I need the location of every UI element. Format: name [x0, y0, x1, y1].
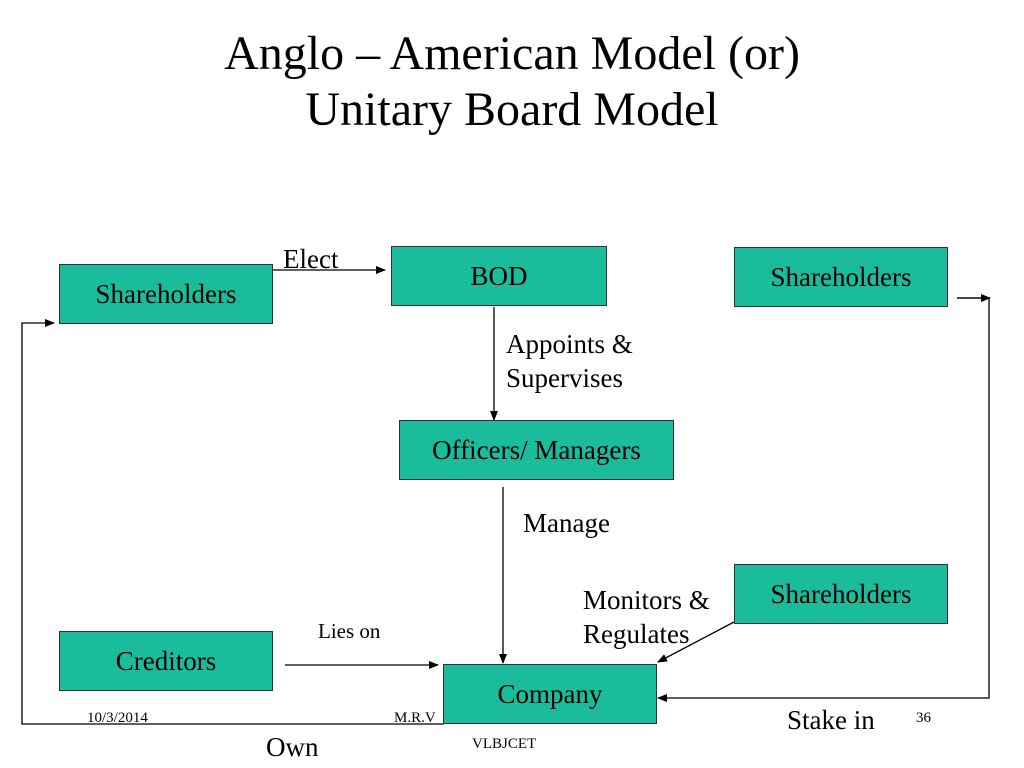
shareholders-bottom-right-box: Shareholders — [734, 564, 948, 624]
shareholders-bottom-right-label: Shareholders — [770, 578, 912, 609]
company-label: Company — [497, 678, 603, 709]
appoints-line-1: Appoints & — [506, 329, 633, 359]
slide-title: Anglo – American Model (or) Unitary Boar… — [0, 26, 1024, 138]
stake-in-label: Stake in — [787, 705, 875, 735]
creditors-label: Creditors — [115, 645, 217, 676]
elect-label: Elect — [283, 244, 339, 274]
bod-label: BOD — [470, 260, 528, 291]
title-line-2: Unitary Board Model — [305, 83, 719, 136]
creditors-box: Creditors — [59, 631, 273, 691]
shareholders-top-right-label: Shareholders — [770, 261, 912, 292]
manage-label: Manage — [523, 508, 610, 538]
appoints-label: Appoints & Supervises — [506, 327, 633, 395]
monitors-line-2: Regulates — [583, 619, 690, 649]
monitors-label: Monitors & Regulates — [583, 583, 710, 651]
shareholders-left-box: Shareholders — [59, 264, 273, 324]
shareholders-top-right-box: Shareholders — [734, 247, 948, 307]
officers-label: Officers/ Managers — [432, 434, 641, 465]
footer-author: M.R.V — [394, 710, 436, 726]
own-label: Own — [266, 732, 319, 762]
monitors-line-1: Monitors & — [583, 585, 710, 615]
company-box: Company — [443, 664, 657, 724]
appoints-line-2: Supervises — [506, 363, 623, 393]
lies-on-label: Lies on — [318, 619, 381, 643]
bod-box: BOD — [391, 246, 607, 306]
officers-box: Officers/ Managers — [399, 420, 674, 480]
footer-institution: VLBJCET — [472, 736, 537, 752]
title-line-1: Anglo – American Model (or) — [224, 27, 800, 80]
own-connector — [21, 319, 444, 725]
monitors-arrow — [657, 621, 735, 663]
footer-page-number: 36 — [916, 710, 931, 726]
shareholders-left-label: Shareholders — [95, 278, 237, 309]
footer-date: 10/3/2014 — [87, 710, 148, 726]
